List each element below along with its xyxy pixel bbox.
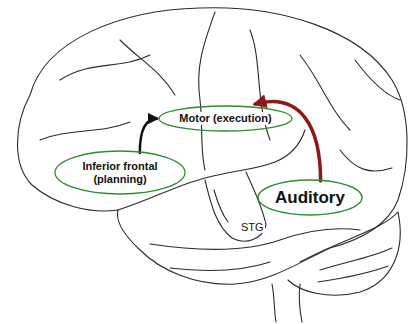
insula-slit — [214, 190, 228, 222]
sulcus — [170, 262, 270, 270]
region-text-group: Inferior frontal (planning) — [74, 160, 166, 185]
central-sulcus — [199, 12, 215, 170]
sulcus — [120, 40, 175, 95]
region-name-label: STG — [240, 221, 265, 233]
sulcus — [40, 122, 130, 140]
region-text-group: Auditory — [274, 188, 346, 208]
brain-region-ellipse: Motor (execution) — [158, 105, 293, 132]
sulcus — [60, 55, 150, 80]
region-label: Inferior frontal (planning) — [74, 160, 166, 185]
region-label: Motor (execution) — [178, 112, 272, 125]
cerebellum-outline — [288, 212, 400, 295]
pathway-arrow — [140, 119, 157, 154]
cortex-outline — [18, 8, 408, 284]
sulcus — [340, 150, 392, 171]
sulcus — [355, 60, 400, 100]
brain-region-ellipse: Inferior frontal (planning) — [54, 150, 186, 195]
region-text-group: Motor (execution) — [178, 112, 272, 125]
region-label: Auditory — [274, 188, 346, 208]
insula-fold — [205, 172, 266, 241]
cerebellum-fold — [318, 248, 392, 282]
brainstem — [272, 284, 302, 322]
brain-region-ellipse: Auditory — [257, 179, 363, 216]
